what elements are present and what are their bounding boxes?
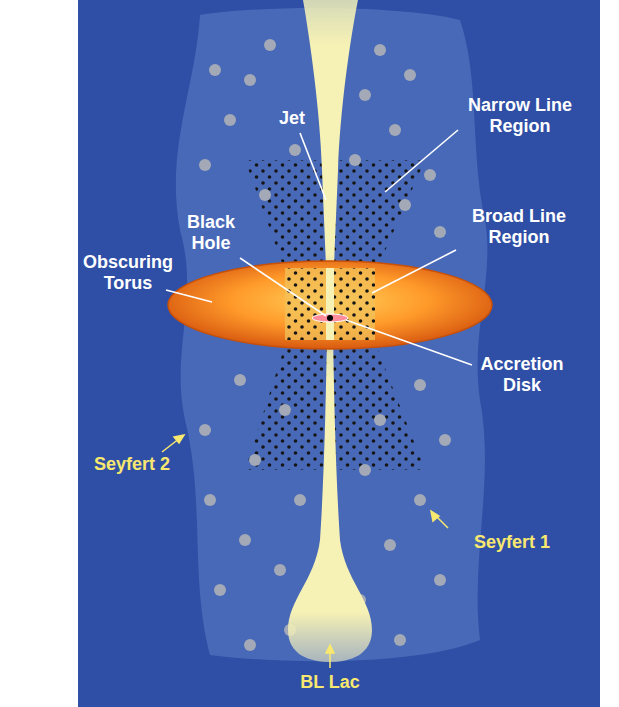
part-label: Black Hole bbox=[175, 212, 247, 254]
jet bbox=[288, 330, 372, 662]
jet bbox=[303, 0, 358, 300]
part-label: Jet bbox=[262, 108, 322, 129]
torus-hole bbox=[285, 268, 375, 340]
jet bbox=[326, 268, 334, 340]
part-label: Narrow Line Region bbox=[455, 95, 585, 137]
part-label: Accretion Disk bbox=[470, 354, 574, 396]
part-label: Broad Line Region bbox=[455, 206, 583, 248]
background-panel bbox=[78, 0, 600, 707]
accretion-disk bbox=[312, 314, 348, 322]
view-label: Seyfert 2 bbox=[82, 454, 182, 475]
view-label: BL Lac bbox=[280, 672, 380, 693]
view-label: Seyfert 1 bbox=[462, 532, 562, 553]
leader-lines bbox=[166, 130, 472, 365]
torus-rim bbox=[168, 261, 492, 349]
part-label: Obscuring Torus bbox=[78, 252, 178, 294]
obscuring-torus bbox=[168, 261, 492, 349]
black-hole bbox=[327, 315, 333, 321]
broad-line-dots bbox=[285, 268, 375, 340]
view-arrows bbox=[162, 435, 448, 668]
